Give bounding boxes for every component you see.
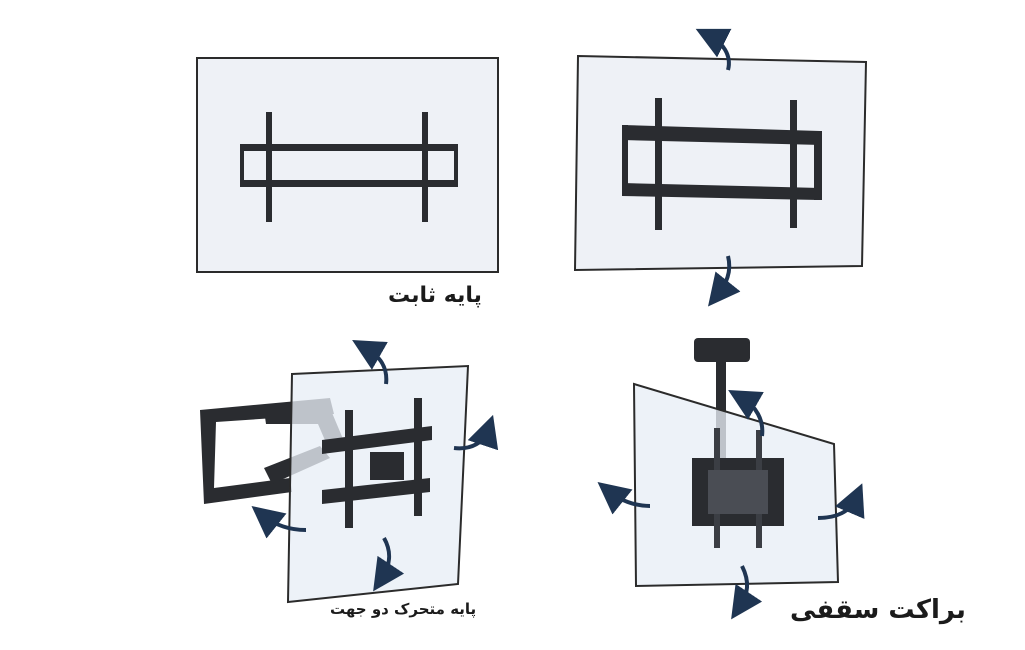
curved-arrow-icon [695, 28, 732, 71]
ceiling-mount-figure [597, 338, 865, 620]
tv-panel-fixed [196, 57, 499, 273]
tilt-wall-mount [622, 98, 822, 230]
caption-fixed-mount: پایه ثابت [388, 283, 482, 308]
curved-arrow-icon [731, 565, 763, 620]
curved-arrow-icon [373, 537, 405, 592]
curved-arrow-icon [708, 255, 741, 307]
curved-arrow-icon [453, 414, 499, 451]
curved-arrow-icon [728, 390, 765, 437]
curved-arrow-icon [597, 482, 651, 515]
arm-mount-plate [322, 398, 432, 528]
curved-arrow-icon [251, 506, 307, 539]
fixed-mount-figure [196, 57, 499, 273]
curved-arrow-icon [817, 483, 865, 520]
fixed-wall-mount [240, 112, 458, 222]
caption-ceiling-bracket: براکت سقفی [790, 595, 966, 625]
caption-full-motion-mount: پایه متحرک دو جهت [330, 600, 477, 618]
curved-arrow-icon [352, 340, 389, 385]
mount-plate-inner [708, 470, 768, 514]
full-motion-mount-figure [200, 340, 499, 604]
tilt-mount-figure [573, 28, 868, 307]
tv-panel-tilt [573, 54, 868, 272]
